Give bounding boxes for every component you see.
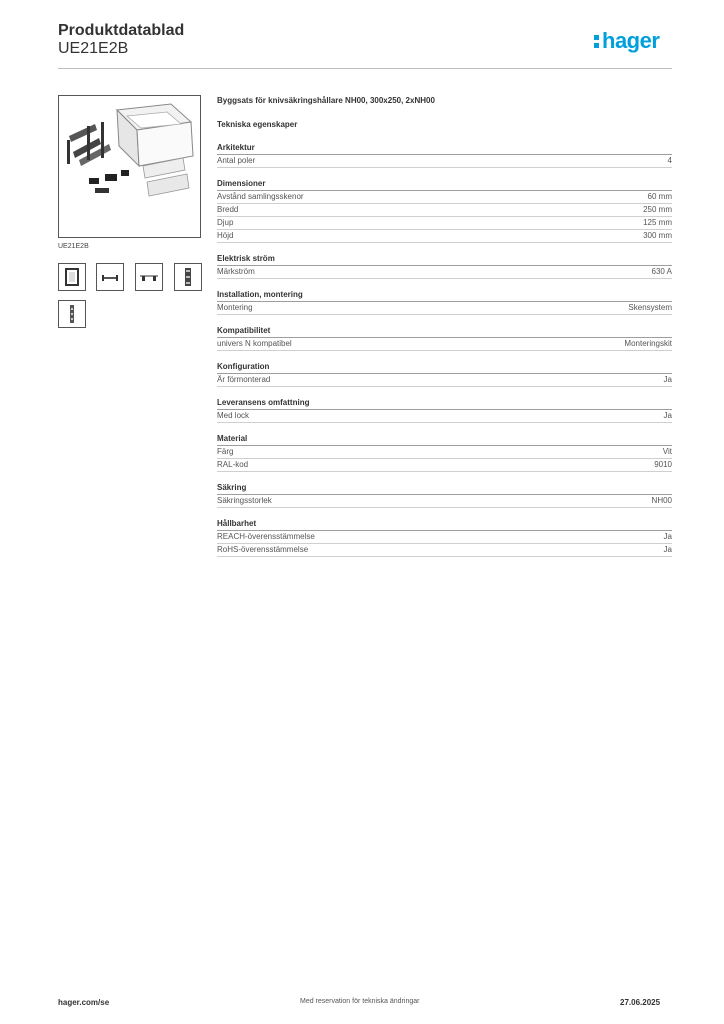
spec-row: Med lock Ja <box>217 410 672 423</box>
section-title: Installation, montering <box>217 290 672 302</box>
section-title: Hållbarhet <box>217 519 672 531</box>
spec-row: Höjd 300 mm <box>217 230 672 243</box>
spec-row: Bredd 250 mm <box>217 204 672 217</box>
spec-value: 250 mm <box>643 205 672 214</box>
spec-row: Är förmonterad Ja <box>217 374 672 387</box>
spec-label: Antal poler <box>217 156 256 165</box>
section-title: Leveransens omfattning <box>217 398 672 410</box>
logo-dot-icon <box>594 43 599 48</box>
spec-label: Är förmonterad <box>217 375 271 384</box>
hager-logo: hager <box>594 29 674 55</box>
spec-label: RAL-kod <box>217 460 249 469</box>
spec-label: univers N kompatibel <box>217 339 292 348</box>
thumbnail-4[interactable] <box>174 263 202 291</box>
spec-row: Djup 125 mm <box>217 217 672 230</box>
spec-label: REACH-överensstämmelse <box>217 532 315 541</box>
spec-value: 4 <box>667 156 672 165</box>
footer-website-link[interactable]: hager.com/se <box>58 998 110 1007</box>
spec-value: Ja <box>663 545 672 554</box>
section-title: Säkring <box>217 483 672 495</box>
article-number: UE21E2B <box>58 40 129 57</box>
spec-row: Säkringsstorlek NH00 <box>217 495 672 508</box>
spec-value: Skensystem <box>628 303 672 312</box>
product-kit-icon <box>67 103 194 197</box>
logo-text: hager <box>602 28 660 53</box>
section-title: Material <box>217 434 672 446</box>
spec-row: Märkström 630 A <box>217 266 672 279</box>
spec-value: NH00 <box>651 496 672 505</box>
technical-properties-title: Tekniska egenskaper <box>217 120 298 129</box>
spec-value: Ja <box>663 532 672 541</box>
spec-value: 60 mm <box>647 192 672 201</box>
section-title: Dimensioner <box>217 179 672 191</box>
spec-row: Färg Vit <box>217 446 672 459</box>
busbar-bracket-icon <box>102 275 118 281</box>
spec-value: Vit <box>662 447 672 456</box>
spec-content: Byggsats för knivsäkringshållare NH00, 3… <box>217 96 672 568</box>
image-caption: UE21E2B <box>58 243 89 250</box>
frame-icon <box>65 268 79 286</box>
product-image[interactable] <box>58 95 201 238</box>
spec-row: RoHS-överensstämmelse Ja <box>217 544 672 557</box>
section-title: Konfiguration <box>217 362 672 374</box>
spec-label: Märkström <box>217 267 255 276</box>
spec-row: Antal poler 4 <box>217 155 672 168</box>
spec-row: REACH-överensstämmelse Ja <box>217 531 672 544</box>
footer-date: 27.06.2025 <box>620 998 661 1007</box>
spec-value: Monteringskit <box>624 339 672 348</box>
section-title: Arkitektur <box>217 143 672 155</box>
thumbnail-5[interactable] <box>58 300 86 328</box>
thumbnail-2[interactable] <box>96 263 124 291</box>
spec-row: univers N kompatibel Monteringskit <box>217 338 672 351</box>
spec-label: Djup <box>217 218 234 227</box>
footer-note: Med reservation för tekniska ändringar <box>300 998 420 1005</box>
spec-label: Montering <box>217 303 253 312</box>
spec-row: Montering Skensystem <box>217 302 672 315</box>
spec-value: 300 mm <box>643 231 672 240</box>
fuse-strip-icon <box>70 305 74 323</box>
section-title: Kompatibilitet <box>217 326 672 338</box>
spec-value: Ja <box>663 375 672 384</box>
spec-value: 125 mm <box>643 218 672 227</box>
thumbnail-1[interactable] <box>58 263 86 291</box>
spec-value: 630 A <box>651 267 672 276</box>
thumbnail-3[interactable] <box>135 263 163 291</box>
section-title: Elektrisk ström <box>217 254 672 266</box>
spec-value: Ja <box>663 411 672 420</box>
fuse-holder-icon <box>185 268 191 286</box>
document-title: Produktdatablad <box>58 22 185 39</box>
spec-label: Med lock <box>217 411 250 420</box>
spec-label: RoHS-överensstämmelse <box>217 545 309 554</box>
spec-label: Färg <box>217 447 234 456</box>
rail-icon <box>140 275 158 281</box>
spec-label: Bredd <box>217 205 239 214</box>
spec-label: Avstånd samlingsskenor <box>217 192 304 201</box>
header-divider <box>58 68 672 69</box>
spec-value: 9010 <box>654 460 672 469</box>
spec-label: Säkringsstorlek <box>217 496 272 505</box>
spec-row: RAL-kod 9010 <box>217 459 672 472</box>
product-title: Byggsats för knivsäkringshållare NH00, 3… <box>217 96 435 105</box>
spec-label: Höjd <box>217 231 234 240</box>
logo-dot-icon <box>594 35 599 40</box>
spec-row: Avstånd samlingsskenor 60 mm <box>217 191 672 204</box>
